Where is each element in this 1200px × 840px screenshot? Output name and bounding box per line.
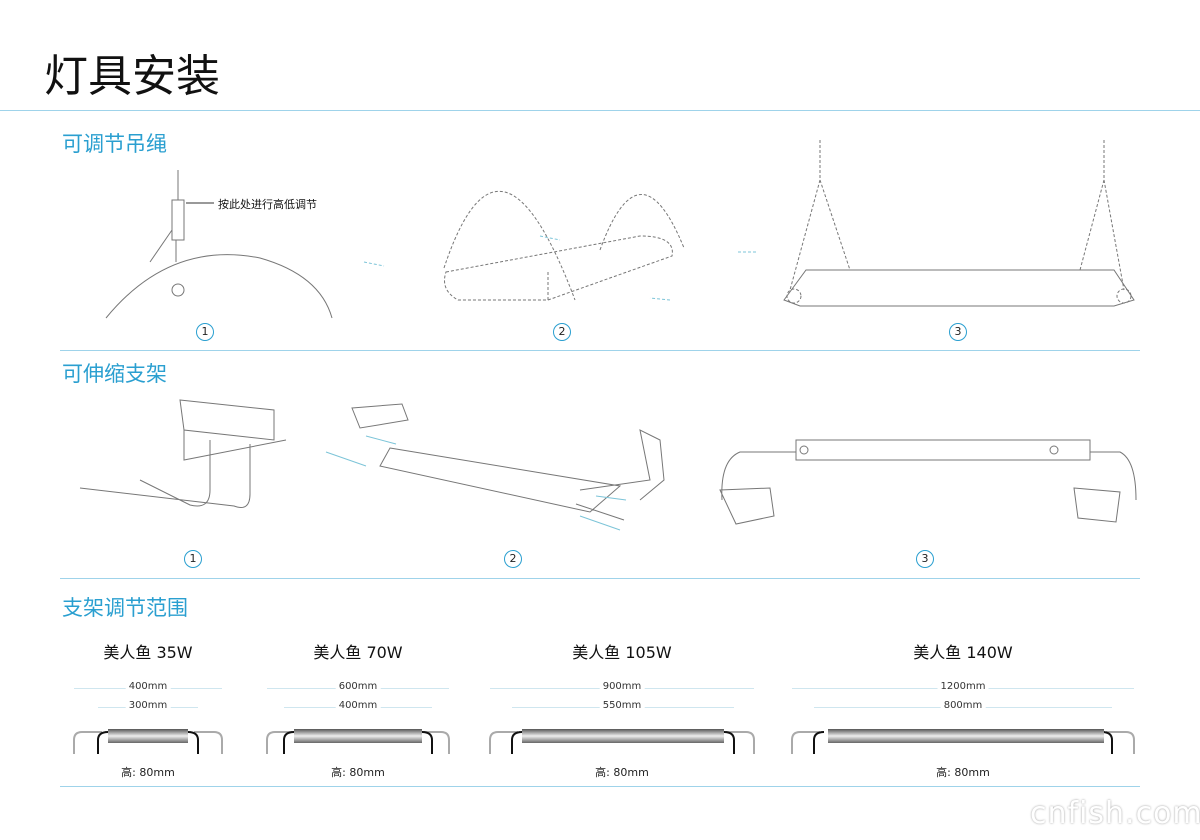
hanger-closeup-illustration xyxy=(105,170,333,319)
max-length: 400mm xyxy=(125,681,171,692)
max-length: 900mm xyxy=(599,681,645,692)
fixture-cable-attach-illustration xyxy=(363,190,756,301)
max-length: 1200mm xyxy=(937,681,989,692)
lamp-70w xyxy=(266,729,450,754)
step-number: 1 xyxy=(196,323,214,341)
height-label: 高: 80mm xyxy=(936,766,990,779)
section-divider xyxy=(60,578,1140,579)
section-heading-hanging-cable: 可调节吊绳 xyxy=(62,132,167,156)
lamp-105w xyxy=(489,729,755,754)
step-number: 1 xyxy=(184,550,202,568)
lamp-35w xyxy=(73,729,223,754)
page-title: 灯具安装 xyxy=(44,51,220,102)
step-number: 2 xyxy=(504,550,522,568)
min-length: 550mm xyxy=(599,700,645,711)
min-length: 800mm xyxy=(940,700,986,711)
product-name: 美人鱼 35W xyxy=(103,643,193,662)
product-name: 美人鱼 70W xyxy=(313,643,403,662)
product-name: 美人鱼 140W xyxy=(913,643,1013,662)
section-divider xyxy=(60,350,1140,351)
bracket-mounted-illustration xyxy=(719,439,1137,525)
step-number: 3 xyxy=(949,323,967,341)
lamp-140w xyxy=(791,729,1135,754)
section-heading-telescopic-bracket: 可伸缩支架 xyxy=(62,362,167,386)
bracket-closeup-illustration xyxy=(79,399,287,508)
section-heading-bracket-range: 支架调节范围 xyxy=(62,596,188,620)
title-divider xyxy=(0,110,1200,111)
step-number: 3 xyxy=(916,550,934,568)
watermark: cnfish.com xyxy=(1030,796,1200,831)
adjust-callout: 按此处进行高低调节 xyxy=(218,198,317,211)
height-label: 高: 80mm xyxy=(121,766,175,779)
hung-fixture-illustration xyxy=(783,140,1135,307)
height-label: 高: 80mm xyxy=(331,766,385,779)
min-length: 300mm xyxy=(125,700,171,711)
section-divider xyxy=(60,786,1140,787)
step-number: 2 xyxy=(553,323,571,341)
product-name: 美人鱼 105W xyxy=(572,643,672,662)
height-label: 高: 80mm xyxy=(595,766,649,779)
bracket-insertion-illustration xyxy=(325,403,665,531)
max-length: 600mm xyxy=(335,681,381,692)
min-length: 400mm xyxy=(335,700,381,711)
